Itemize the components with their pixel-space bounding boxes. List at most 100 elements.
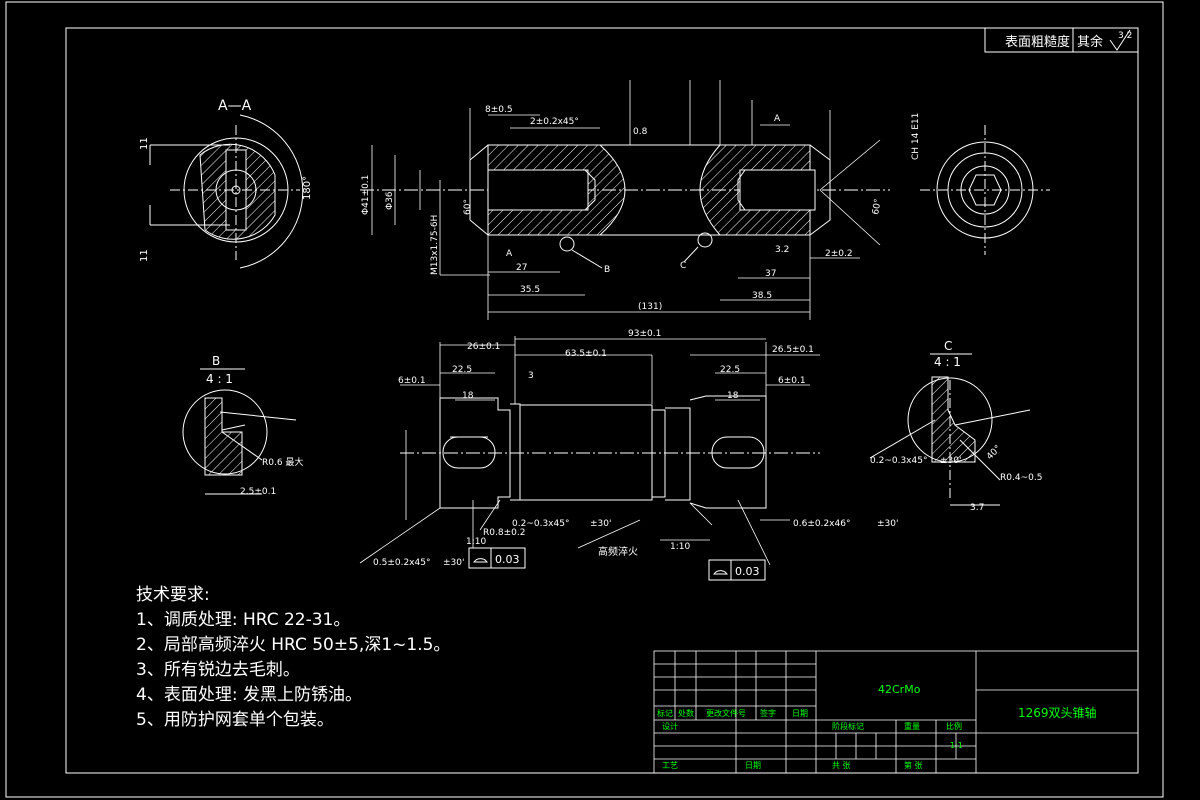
dim-110b: 1:10 (670, 542, 690, 552)
technical-requirements: 技术要求: 1、调质处理: HRC 22-31。 2、局部高频淬火 HRC 50… (136, 583, 450, 733)
detail-c-30: ±30' (940, 456, 961, 466)
detail-c-37: 3.7 (970, 503, 984, 513)
tb-scale-value: 1:1 (950, 741, 963, 750)
tb-part-name: 1269双头锥轴 (1018, 705, 1097, 720)
dim-22b: 22.5 (720, 365, 740, 375)
dim-27: 27 (516, 263, 527, 273)
end-view-note: CH 14 E11 (911, 113, 921, 160)
tb-material: 42CrMo (878, 683, 921, 696)
dim-30a: ±30' (590, 519, 611, 529)
dim-30b: ±30' (443, 558, 464, 568)
dim-18b: 18 (727, 391, 739, 401)
dim-2: 2±0.2 (825, 249, 853, 259)
tech-item-4: 4、表面处理: 发黑上防锈油。 (136, 685, 362, 705)
detail-c-name: C (944, 339, 952, 353)
detail-b-scale: 4 : 1 (206, 372, 233, 386)
dim-60-right: 60° (871, 198, 884, 215)
aa-dim-11b: 11 (139, 249, 150, 262)
tb-label-2: 更改文件号 (706, 708, 746, 718)
dim-ch2: 0.5±0.2x45° (373, 558, 430, 568)
tb-stage: 阶段标记 (832, 721, 864, 731)
detail-b-mark (559, 236, 575, 252)
dim-8: 8±0.5 (485, 105, 513, 115)
tb-label-1: 处数 (678, 708, 694, 718)
tb-scale: 比例 (946, 721, 962, 731)
dim-26b: 26.5±0.1 (772, 345, 814, 355)
svg-text:0.03: 0.03 (495, 553, 520, 566)
detail-b-25: 2.5±0.1 (240, 487, 276, 497)
tb-sheets: 共 张 (832, 761, 851, 770)
profile-tolerance-icon (473, 558, 488, 563)
title-block (653, 650, 1139, 774)
roughness-label: 表面粗糙度 (1005, 34, 1070, 50)
detail-c-40: 40° (985, 444, 1003, 462)
title-block-text: 42CrMo 1269双头锥轴 标记 处数 更改文件号 签字 日期 设计 阶段标… (657, 683, 1097, 770)
dim-38: 38.5 (752, 291, 772, 301)
outer-frame (5, 1, 1164, 798)
tb-weight: 重量 (904, 721, 920, 731)
tb-sheet: 第 张 (904, 760, 923, 770)
roughness-note: 表面粗糙度 其余 3.2 (984, 27, 1139, 53)
roughness-other: 其余 (1077, 34, 1103, 50)
dim-131: (131) (638, 302, 662, 312)
aa-dim-11a: 11 (139, 137, 150, 150)
detail-b-r: R0.6 最大 (262, 456, 303, 468)
detail-c-ch: 0.2~0.3x45° (870, 456, 927, 466)
dim-41: Φ41±0.1 (361, 175, 371, 215)
tb-design: 设计 (662, 721, 678, 731)
dim-ch1: 0.2~0.3x45° (512, 519, 569, 529)
tech-item-5: 5、用防护网套单个包装。 (136, 710, 334, 730)
shaft-side-view: 93±0.1 26±0.1 63.5±0.1 26.5±0.1 22.5 22.… (359, 329, 898, 581)
dim-60: 60° (463, 199, 473, 215)
label-b: B (604, 265, 610, 275)
tb-date: 日期 (745, 761, 761, 770)
inner-frame (65, 27, 1139, 774)
tech-title: 技术要求: (136, 585, 210, 605)
roughness-value: 3.2 (1118, 31, 1132, 41)
tb-label-0: 标记 (657, 708, 673, 718)
svg-text:0.03: 0.03 (735, 565, 760, 578)
dim-18a: 18 (462, 391, 474, 401)
heat-treatment-note: 高频淬火 (598, 545, 638, 558)
detail-c-r: R0.4~0.5 (1000, 473, 1042, 483)
tolerance-frame-left: 0.03 (468, 547, 526, 569)
tech-item-3: 3、所有锐边去毛刺。 (136, 660, 300, 680)
profile-tolerance-icon (713, 570, 728, 575)
aa-dim-180: 180° (302, 176, 313, 200)
dim-6b: 6±0.1 (778, 376, 806, 386)
label-c: C (680, 261, 686, 271)
dim-30c: ±30' (877, 519, 898, 529)
dim-ch3: 0.6±0.2x46° (793, 519, 850, 529)
tb-label-3: 签字 (760, 708, 776, 718)
section-aa-title: A—A (218, 98, 252, 114)
dim-chamfer: 2±0.2x45° (530, 117, 579, 127)
dim-26: 26±0.1 (467, 342, 500, 352)
dim-6a: 6±0.1 (398, 376, 426, 386)
label-a-bottom: A (506, 249, 513, 259)
dim-36: Φ36 (385, 191, 395, 210)
detail-b-name: B (212, 354, 220, 368)
main-shaft-view: 8±0.5 2±0.2x45° 27 35.5 (131) 37 38.5 2±… (360, 80, 890, 320)
dim-93: 93±0.1 (628, 329, 661, 339)
dim-35: 35.5 (520, 285, 540, 295)
detail-c-view: C 4 : 1 0.2~0.3x45° ±30' R0.4~0.5 40° 3.… (869, 339, 1042, 513)
detail-c-scale: 4 : 1 (934, 355, 961, 369)
roughness-symbol-icon (1109, 29, 1131, 51)
dim-m13: M13x1.75-6H (430, 215, 440, 275)
label-a-top: A (774, 114, 781, 124)
detail-b-view: B 4 : 1 R0.6 最大 2.5±0.1 (182, 354, 303, 497)
dim-63: 63.5±0.1 (565, 349, 607, 359)
section-aa-view: A—A 11 11 180° (139, 98, 313, 269)
tech-item-1: 1、调质处理: HRC 22-31。 (136, 610, 351, 630)
detail-c-mark (697, 232, 713, 248)
dim-110a: 1:10 (466, 537, 486, 547)
tech-item-2: 2、局部高频淬火 HRC 50±5,深1~1.5。 (136, 635, 451, 655)
tb-process: 工艺 (662, 761, 678, 770)
dim-37: 37 (765, 269, 776, 279)
tb-label-4: 日期 (792, 709, 808, 718)
end-view-right: CH 14 E11 (911, 113, 1050, 255)
dim-r08: R0.8±0.2 (483, 528, 525, 538)
dim-22a: 22.5 (452, 365, 472, 375)
dim-3: 3 (528, 371, 534, 381)
